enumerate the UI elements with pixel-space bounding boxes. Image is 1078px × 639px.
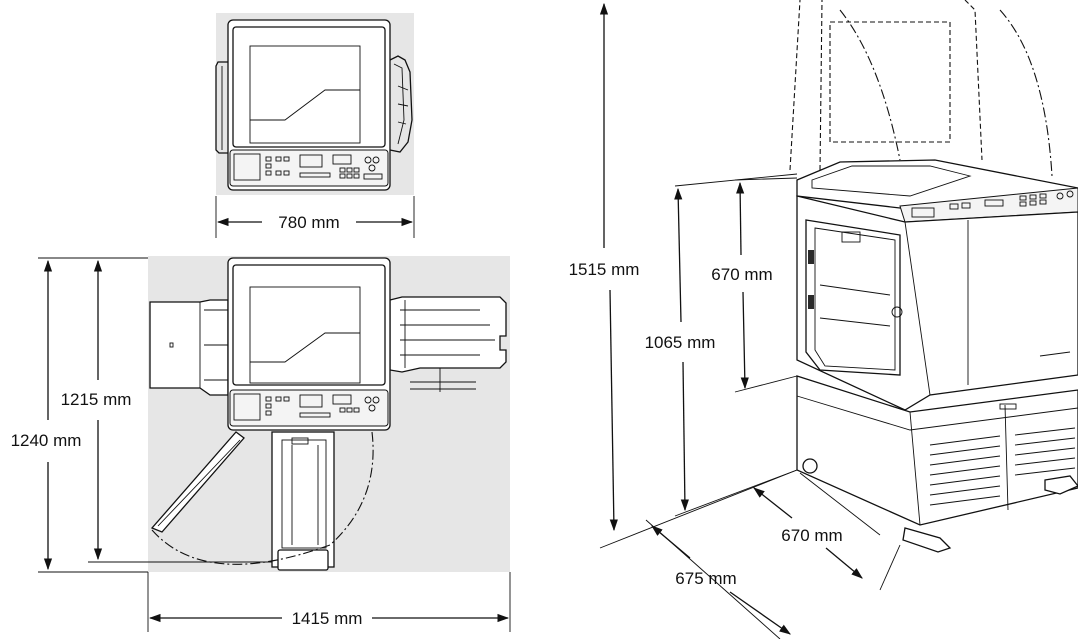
top-view-expanded: 1240 mm 1215 mm 1415 mm <box>11 256 511 632</box>
door-swing-arc <box>151 431 374 565</box>
label-675mm: 675 mm <box>675 569 736 588</box>
expanded-control-panel <box>229 389 389 427</box>
expanded-glass <box>249 286 361 384</box>
compact-panel-screen <box>233 153 261 181</box>
iso-door-knob <box>891 306 903 318</box>
label-1415mm: 1415 mm <box>292 609 363 628</box>
compact-glass-curve <box>250 89 360 121</box>
open-lid-ghost <box>789 0 983 171</box>
dim-line-670-depth <box>753 487 793 519</box>
iso-foot-front <box>902 527 952 553</box>
label-1240mm: 1240 mm <box>11 431 82 450</box>
label-780mm: 780 mm <box>278 213 339 232</box>
dim-line-670-height <box>736 181 745 256</box>
iso-control-panel <box>899 187 1078 223</box>
open-front-door <box>150 431 245 533</box>
isometric-view: 1515 mm 1065 mm 670 mm 670 mm 675 mm <box>569 0 1078 639</box>
drum-handle <box>277 549 329 571</box>
lid-swing-arc-2 <box>999 9 1053 177</box>
lid-swing-arc-1 <box>839 9 901 161</box>
compact-panel-display <box>299 154 323 168</box>
label-670mm-height: 670 mm <box>711 265 772 284</box>
compact-left-tray <box>215 61 228 154</box>
label-1515mm: 1515 mm <box>569 260 640 279</box>
compact-glass <box>249 45 361 144</box>
dim-line-675 <box>651 525 691 559</box>
label-670mm-depth: 670 mm <box>781 526 842 545</box>
iso-open-door <box>805 219 901 376</box>
top-view-compact: 780 mm <box>215 13 415 238</box>
compact-panel-display2 <box>332 154 352 165</box>
label-1065mm: 1065 mm <box>645 333 716 352</box>
iso-foot-right <box>1044 475 1078 495</box>
iso-stand <box>796 375 1078 526</box>
dim-line-1065 <box>674 187 683 323</box>
iso-stand-vents <box>929 427 1076 506</box>
compact-control-panel <box>229 149 389 187</box>
expanded-lid <box>232 264 386 386</box>
delivery-tray <box>389 296 507 373</box>
open-lid-glass-ghost <box>829 21 951 143</box>
compact-panel-keys <box>265 156 383 180</box>
compact-lid <box>232 26 386 148</box>
feed-tray <box>149 299 229 396</box>
label-1215mm: 1215 mm <box>61 390 132 409</box>
compact-right-tray <box>389 55 413 153</box>
